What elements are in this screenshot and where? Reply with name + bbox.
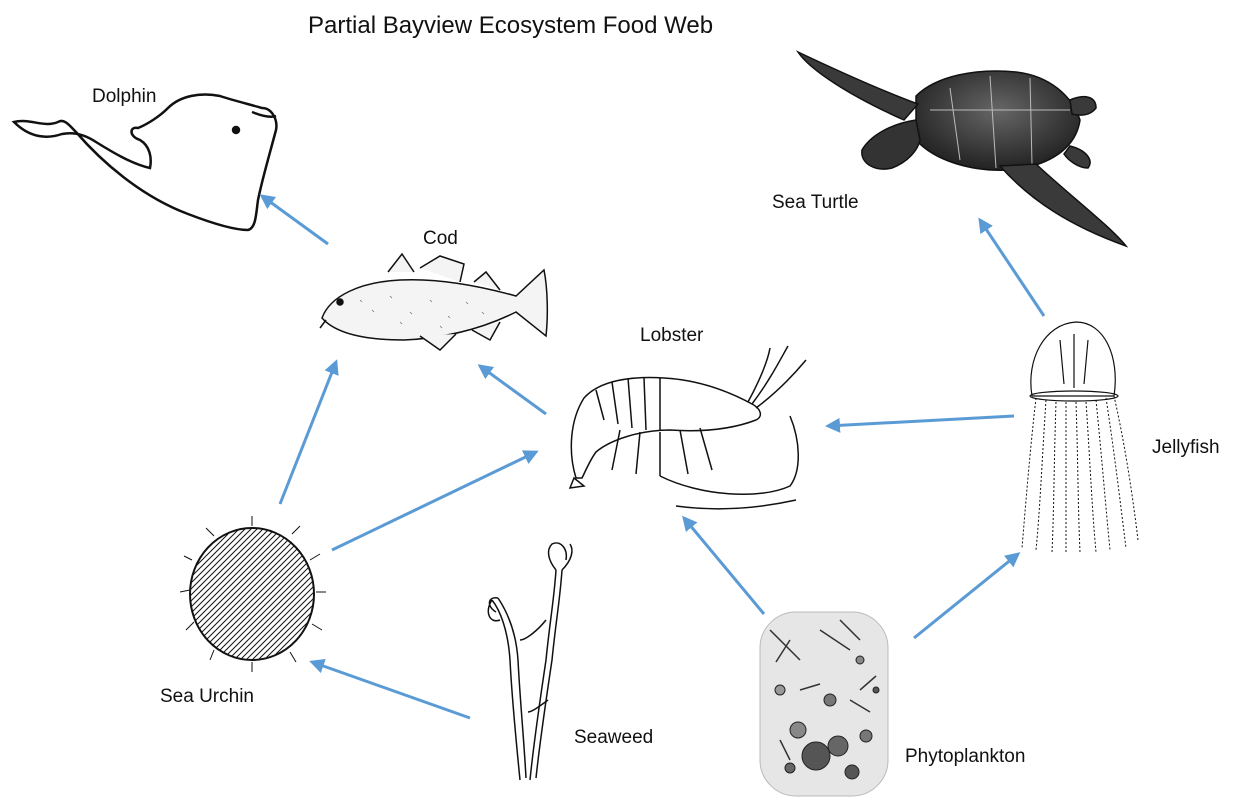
- arrow-phytoplankton-to-jellyfish: [914, 554, 1018, 638]
- arrow-jellyfish-to-lobster: [828, 416, 1014, 426]
- phytoplankton-illustration: [760, 612, 888, 796]
- sea-urchin-illustration: [180, 516, 326, 672]
- cod-illustration: [320, 254, 547, 350]
- arrow-lobster-to-cod: [480, 366, 546, 414]
- dolphin-illustration: [14, 95, 276, 231]
- arrow-phytoplankton-to-lobster: [684, 518, 764, 614]
- food-web-arrows: [262, 196, 1044, 718]
- arrow-jellyfish-to-turtle: [980, 220, 1044, 316]
- seaweed-illustration: [488, 543, 572, 780]
- lobster-illustration: [570, 346, 806, 509]
- sea-turtle-illustration: [798, 52, 1126, 246]
- arrow-cod-to-dolphin: [262, 196, 328, 244]
- jellyfish-illustration: [1022, 322, 1138, 552]
- arrow-seaweed-to-urchin: [312, 662, 470, 718]
- arrow-urchin-to-lobster: [332, 452, 536, 550]
- arrow-urchin-to-cod: [280, 362, 336, 504]
